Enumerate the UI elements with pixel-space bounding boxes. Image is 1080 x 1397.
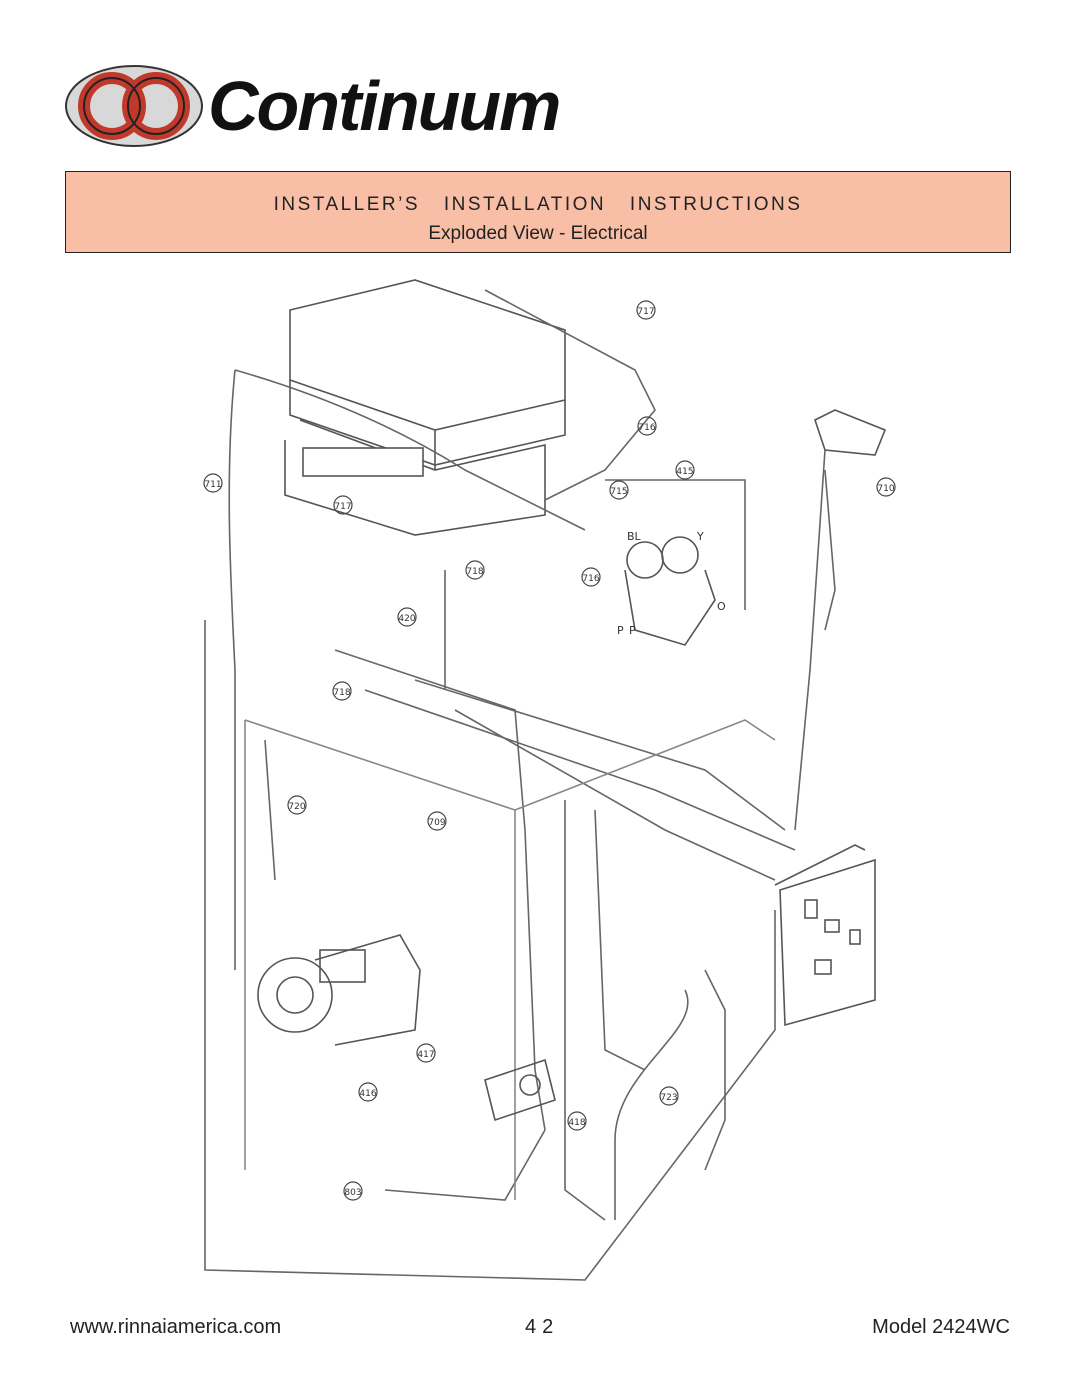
blower-motor bbox=[257, 934, 421, 1046]
svg-text:717: 717 bbox=[637, 307, 654, 317]
header-title: INSTALLER’S INSTALLATION INSTRUCTIONS bbox=[273, 194, 803, 215]
wire-harness bbox=[204, 289, 836, 1281]
svg-text:710: 710 bbox=[877, 484, 894, 494]
callout-803: 803 bbox=[343, 1181, 363, 1201]
callout-718-low: 718 bbox=[332, 681, 352, 701]
logo-wordmark: Continuum bbox=[208, 67, 561, 145]
callout-710: 710 bbox=[876, 477, 896, 497]
pcb-control-board bbox=[774, 844, 876, 1027]
callout-723: 723 bbox=[659, 1086, 679, 1106]
callout-417: 417 bbox=[416, 1043, 436, 1063]
callout-415: 415 bbox=[675, 460, 695, 480]
svg-text:715: 715 bbox=[610, 487, 627, 497]
svg-text:415: 415 bbox=[676, 467, 693, 477]
svg-text:720: 720 bbox=[288, 802, 305, 812]
callout-711: 711 bbox=[203, 473, 223, 493]
callout-718-mid: 718 bbox=[465, 560, 485, 580]
callout-420: 420 bbox=[397, 607, 417, 627]
svg-text:803: 803 bbox=[344, 1188, 361, 1198]
gas-valve bbox=[624, 536, 716, 646]
wire-label-o: O bbox=[717, 600, 726, 613]
page-number: 42 bbox=[525, 1316, 560, 1338]
wire-label-y: Y bbox=[696, 530, 704, 543]
footer-website: www.rinnaiamerica.com bbox=[70, 1316, 282, 1338]
callout-716-mid: 716 bbox=[581, 567, 601, 587]
callout-717-mid: 717 bbox=[333, 495, 353, 515]
callout-720: 720 bbox=[287, 795, 307, 815]
exploded-view-diagram: 717 716 711 715 415 710 717 718 716 420 … bbox=[203, 279, 896, 1281]
wire-color-labels: BL Y O P P bbox=[617, 530, 726, 637]
svg-text:709: 709 bbox=[428, 818, 445, 828]
svg-text:418: 418 bbox=[568, 1118, 585, 1128]
svg-text:420: 420 bbox=[398, 614, 415, 624]
wire-label-p2: P bbox=[629, 624, 636, 637]
svg-text:718: 718 bbox=[333, 688, 350, 698]
instructions-header: INSTALLER’S INSTALLATION INSTRUCTIONS Ex… bbox=[65, 171, 1011, 253]
callout-715: 715 bbox=[609, 480, 629, 500]
heat-exchanger bbox=[284, 279, 566, 536]
svg-text:717: 717 bbox=[334, 502, 351, 512]
callout-709: 709 bbox=[427, 811, 447, 831]
svg-text:711: 711 bbox=[204, 480, 221, 490]
svg-text:723: 723 bbox=[660, 1093, 677, 1103]
wire-label-p1: P bbox=[617, 624, 624, 637]
callout-416: 416 bbox=[358, 1082, 378, 1102]
svg-text:716: 716 bbox=[582, 574, 599, 584]
svg-text:718: 718 bbox=[466, 567, 483, 577]
model-number: Model 2424WC bbox=[872, 1316, 1010, 1338]
callout-716-top: 716 bbox=[637, 416, 657, 436]
header-subtitle: Exploded View - Electrical bbox=[428, 223, 648, 244]
svg-text:416: 416 bbox=[359, 1089, 376, 1099]
continuum-logo: Continuum bbox=[64, 64, 572, 148]
callout-418: 418 bbox=[567, 1111, 587, 1131]
callout-717-top: 717 bbox=[636, 300, 656, 320]
svg-text:417: 417 bbox=[417, 1050, 434, 1060]
wire-label-bl: BL bbox=[627, 530, 642, 543]
svg-text:716: 716 bbox=[638, 423, 655, 433]
part-callouts: 717 716 711 715 415 710 717 718 716 420 … bbox=[203, 300, 896, 1201]
continuum-rings-icon bbox=[65, 65, 203, 147]
